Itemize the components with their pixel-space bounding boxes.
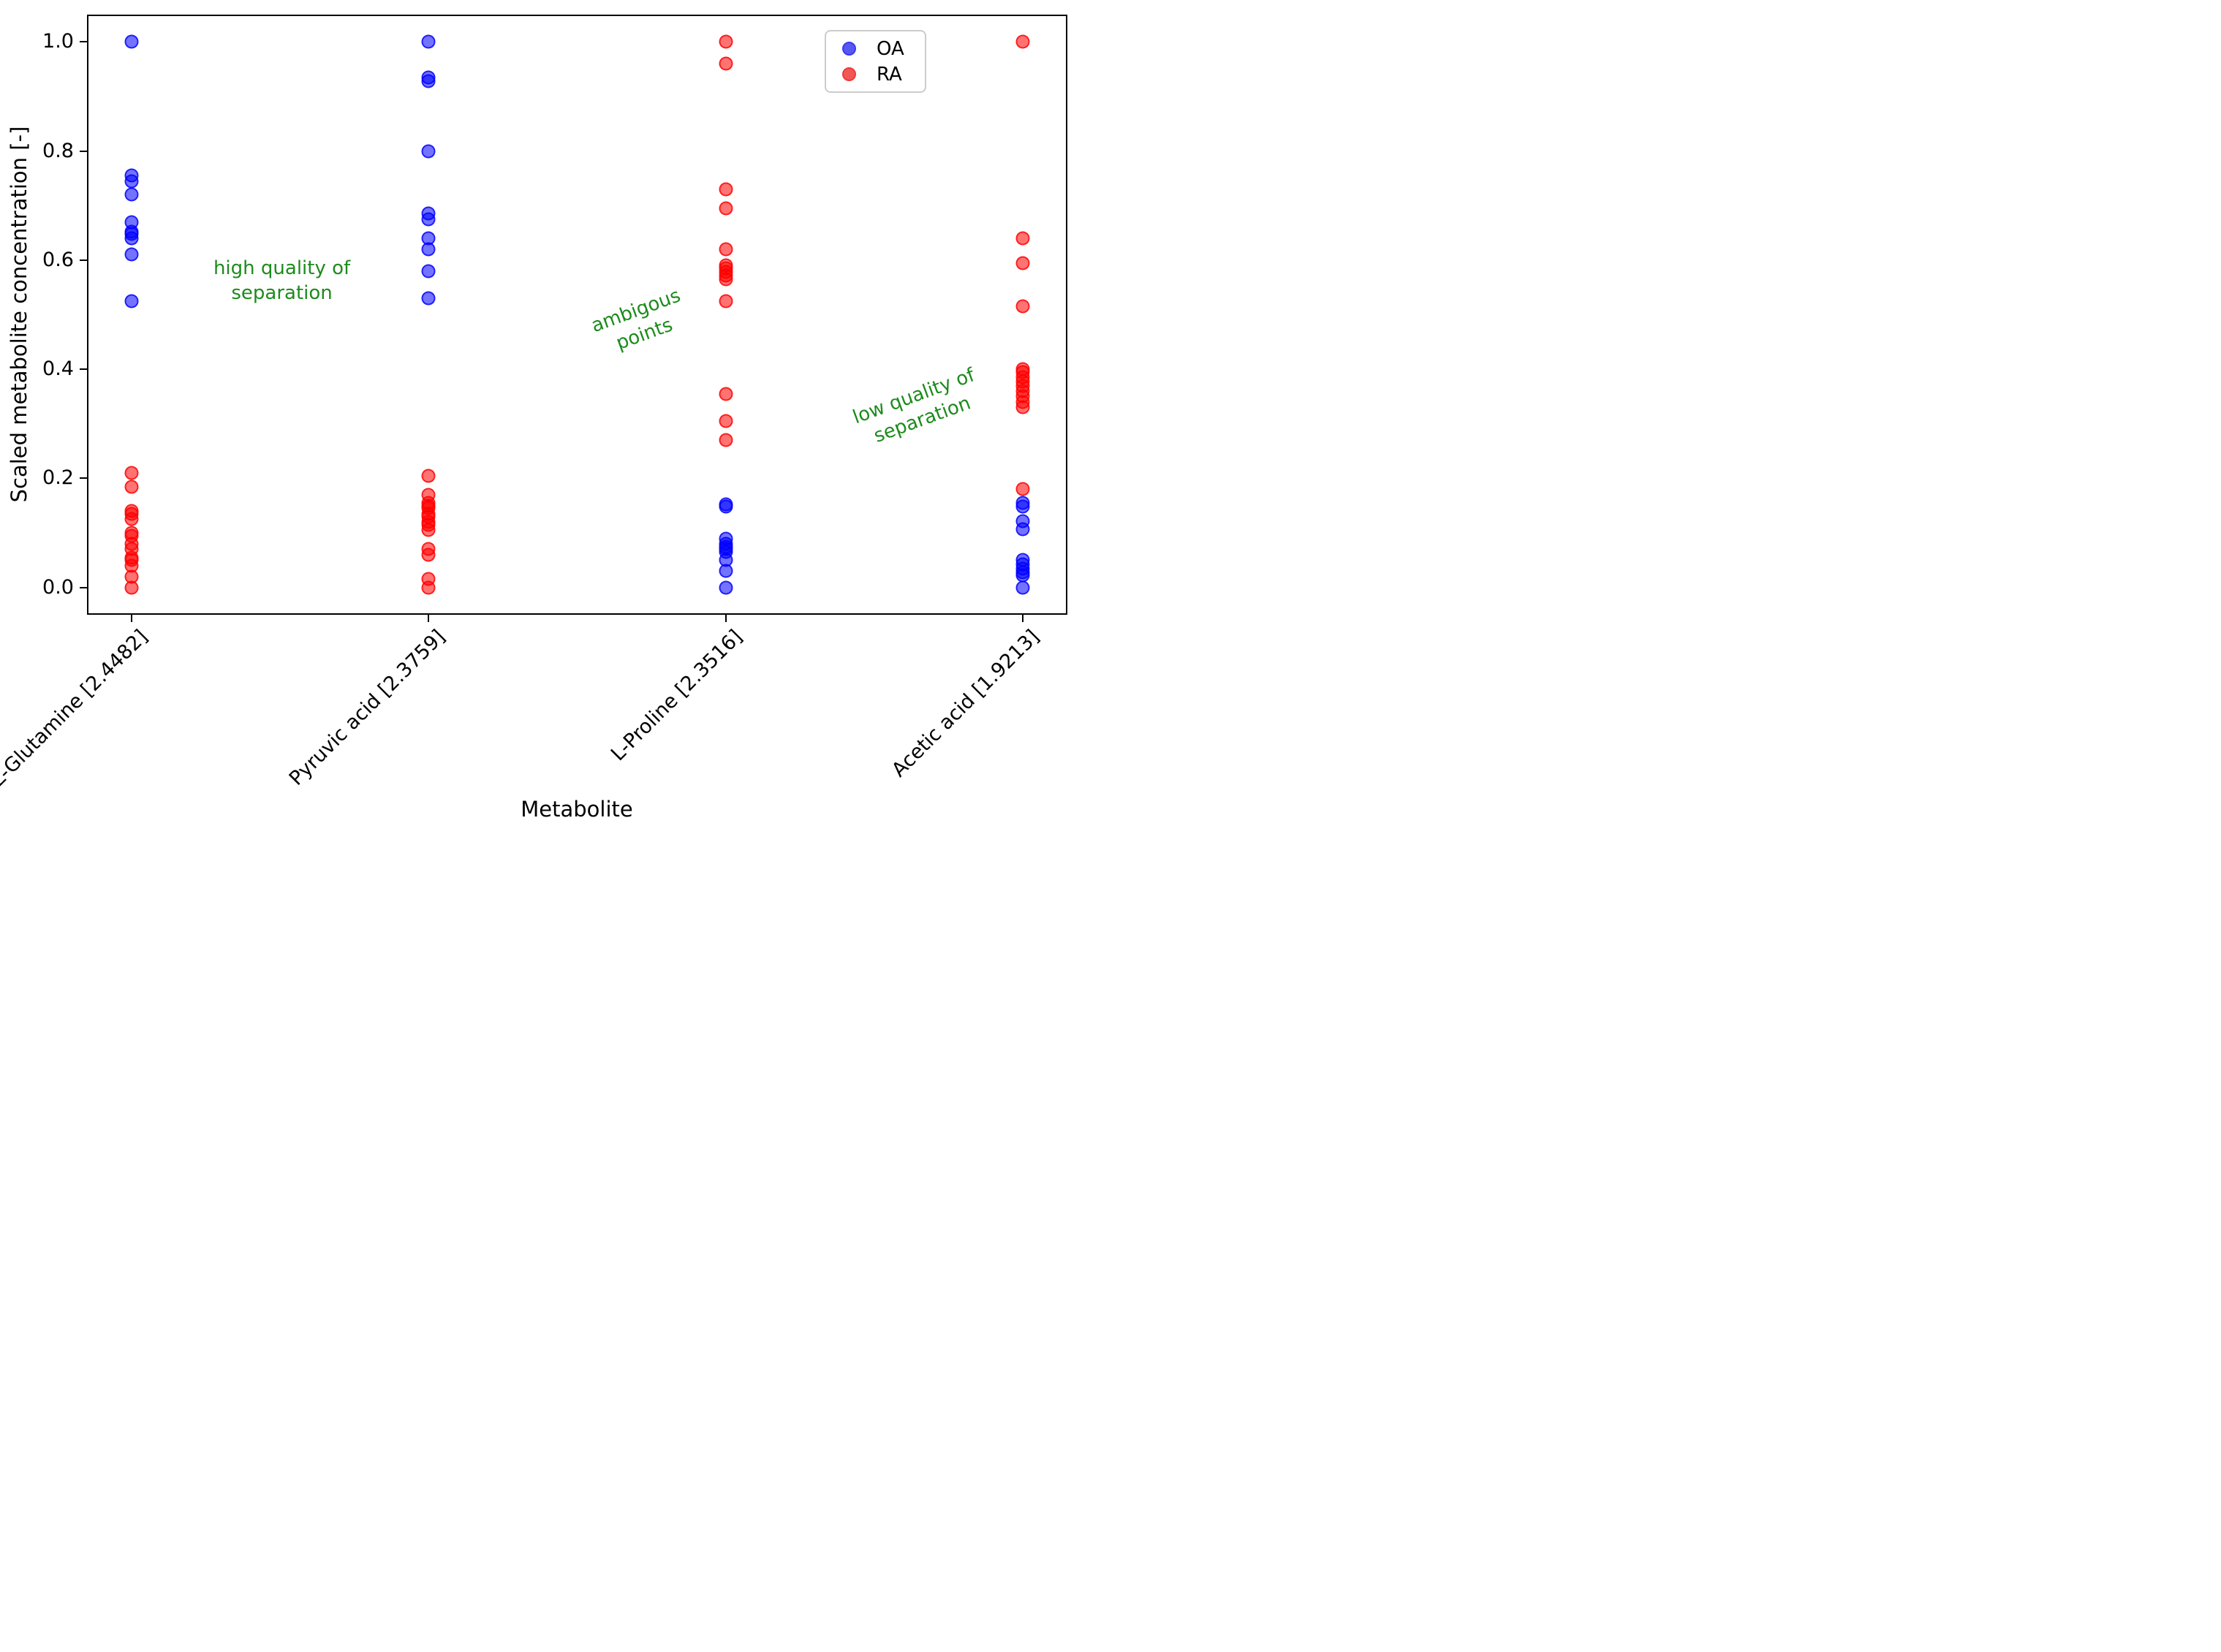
y-tick <box>80 368 87 371</box>
y-tick-label: 0.0 <box>42 575 74 599</box>
x-tick-label: Pyruvic acid [2.3759] <box>284 625 450 790</box>
legend-item-oa: OA <box>842 39 925 58</box>
x-tick-label: Acetic acid [1.9213] <box>887 625 1044 782</box>
x-tick <box>1022 615 1024 622</box>
ra-point <box>1015 482 1030 496</box>
ra-point <box>719 56 733 71</box>
ra-point <box>421 523 436 537</box>
ra-point <box>124 580 139 595</box>
ra-point <box>421 547 436 562</box>
y-tick-label: 0.2 <box>42 466 74 490</box>
ra-point <box>719 294 733 308</box>
legend-item-ra: RA <box>842 65 925 84</box>
ra-point <box>1015 299 1030 314</box>
oa-point <box>421 74 436 88</box>
oa-point <box>719 580 733 595</box>
oa-point <box>124 231 139 246</box>
x-axis-label: Metabolite <box>521 797 633 822</box>
oa-point <box>124 187 139 202</box>
oa-point <box>124 34 139 49</box>
oa-point <box>421 242 436 257</box>
oa-point <box>719 564 733 578</box>
ra-point <box>719 272 733 287</box>
oa-point <box>124 174 139 189</box>
oa-point <box>421 34 436 49</box>
ra-point <box>719 414 733 428</box>
oa-point <box>719 499 733 514</box>
y-tick <box>80 41 87 43</box>
ra-legend-label: RA <box>877 63 902 86</box>
oa-point <box>124 247 139 262</box>
y-tick <box>80 477 87 480</box>
ra-point <box>719 201 733 216</box>
oa-point <box>1015 499 1030 514</box>
y-tick-label: 0.8 <box>42 139 74 162</box>
oa-point <box>421 291 436 306</box>
ra-point <box>719 242 733 257</box>
legend: OA RA <box>825 30 926 93</box>
ra-point <box>421 580 436 595</box>
ra-point <box>421 469 436 483</box>
x-tick-label: L-Proline [2.3516] <box>606 625 747 766</box>
y-tick <box>80 586 87 588</box>
annotation-line: separation <box>231 281 333 304</box>
y-tick-label: 0.4 <box>42 357 74 381</box>
y-tick <box>80 150 87 152</box>
oa-point <box>124 294 139 308</box>
ra-point <box>719 182 733 197</box>
ra-point <box>1015 34 1030 49</box>
x-tick-label: L-Glutamine [2.4482] <box>0 625 153 792</box>
annotation-line: high quality of <box>213 257 351 280</box>
y-tick-label: 1.0 <box>42 30 74 53</box>
oa-point <box>1015 580 1030 595</box>
oa-point <box>1015 522 1030 537</box>
ra-legend-marker-icon <box>842 67 856 81</box>
ra-point <box>124 466 139 480</box>
ra-point <box>719 433 733 447</box>
y-tick-label: 0.6 <box>42 248 74 271</box>
y-axis-label: Scaled metabolite concentration [-] <box>7 126 31 503</box>
oa-legend-label: OA <box>877 37 904 60</box>
x-tick <box>724 615 727 622</box>
oa-point <box>421 212 436 227</box>
x-tick <box>130 615 132 622</box>
ra-point <box>719 387 733 401</box>
oa-point <box>421 144 436 159</box>
y-tick <box>80 259 87 261</box>
x-tick <box>428 615 430 622</box>
ra-point <box>124 512 139 526</box>
oa-legend-marker-icon <box>842 42 856 56</box>
ra-point <box>1015 256 1030 270</box>
plot-area <box>87 15 1067 615</box>
oa-point <box>421 264 436 279</box>
ra-point <box>124 480 139 494</box>
ra-point <box>719 34 733 49</box>
ra-point <box>1015 231 1030 246</box>
ra-point <box>1015 400 1030 414</box>
